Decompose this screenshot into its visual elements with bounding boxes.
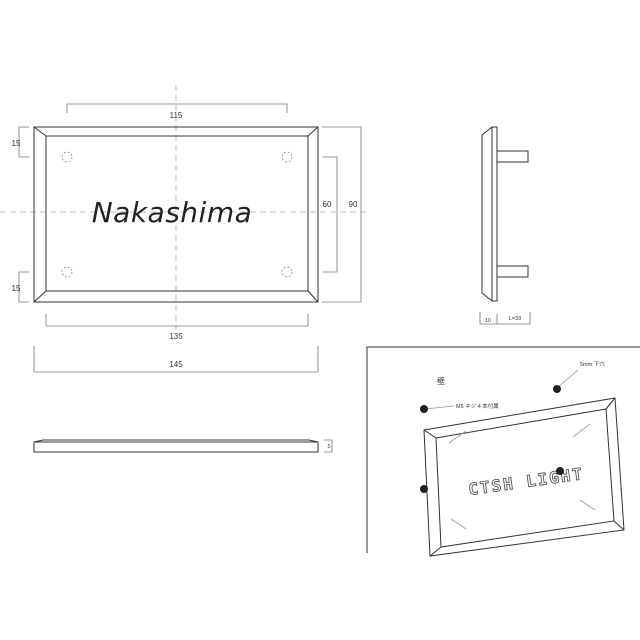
dim-inner-height: 60 [323,200,332,209]
standoff-top [496,150,529,163]
screw-label: M5 ネジ 4 本付属 [456,402,499,410]
hole-marker-dot [553,385,561,393]
screw-leader [424,405,455,410]
dim-face-width: 135 [169,332,183,341]
dim-total-height: 90 [349,200,358,209]
bevel-corner-bl [33,290,47,303]
dim-thickness: 5 [327,444,330,450]
dim-line-inner-width [66,103,288,113]
mounting-hole [61,266,73,278]
side-view: 10 L=33 [479,126,531,325]
perspective-bevel [605,397,616,410]
hidden-standoff [448,430,467,444]
dim-line-total-width [33,346,319,373]
front-view: Nakashima 115 135 145 60 90 15 15 [0,85,370,373]
dim-line-top-margin [18,126,29,158]
hidden-standoff [450,518,467,530]
dim-top-margin: 15 [12,139,21,148]
dim-line-side [479,312,531,325]
mounting-hole [281,151,293,163]
side-marker-dot [420,485,428,493]
dim-inner-width: 115 [170,111,183,120]
screw-marker-dot [420,405,428,413]
bevel-corner-tr [307,126,319,137]
hidden-standoff [579,499,596,511]
dim-bottom-margin: 15 [12,284,21,293]
center-marker-dot [556,467,564,475]
bevel-corner-tl [33,126,47,137]
dim-line-inner-height [323,156,338,273]
wall-frame [366,346,640,553]
dim-total-width: 145 [169,360,183,369]
perspective-bevel [429,546,442,557]
dim-line-total-height [322,126,362,303]
plate-face [45,135,309,292]
bevel-corner-br [307,290,319,303]
perspective-view: 壁 5mm 下穴 M5 ネジ 4 本付属 CTSH LIGHT [366,346,640,557]
perspective-sample-text: CTSH LIGHT [467,464,585,499]
edge-view: 5 [33,439,333,453]
perspective-bevel [423,429,437,439]
dim-plate-thickness: 10 [485,318,491,324]
dim-line-face-width [45,314,309,327]
hole-leader [556,369,579,389]
mounting-hole [281,266,293,278]
perspective-bevel [613,520,625,531]
hole-label: 5mm 下穴 [580,360,605,368]
mounting-hole [61,151,73,163]
standoff-bottom [496,265,529,278]
plate-outline [33,126,319,303]
dim-line-bottom-margin [18,271,29,303]
plate-profile [481,126,498,302]
nameplate-text: Nakashima [92,196,253,229]
hidden-standoff [572,423,591,438]
wall-label: 壁 [437,376,445,386]
dim-line-thickness [324,439,333,453]
dim-standoff-length: L=33 [509,316,521,322]
